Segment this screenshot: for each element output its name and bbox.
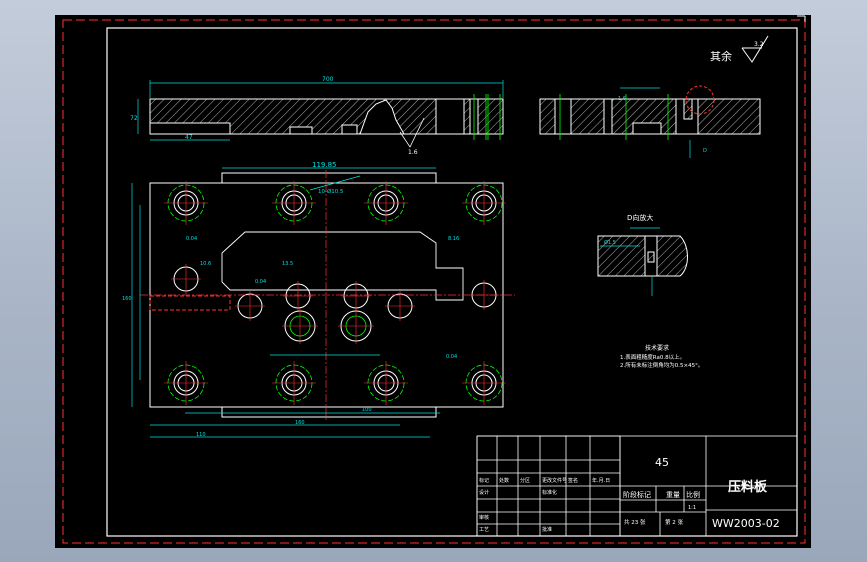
side-section-view: 1.6 D [539,85,761,158]
tb-header: 处数 [499,477,509,484]
surface-symbol-value: 3.2 [754,41,764,48]
bolt-hole [272,361,316,405]
center-hole [282,308,318,344]
pin-hole [235,291,265,321]
tb-weight: 重量 [666,491,680,499]
bolt-hole [272,181,316,225]
bolt-hole [164,361,208,405]
surface-symbol: 其余 3.2 [710,35,769,63]
top-roughness: 1.6 [408,149,418,156]
plan-dim-width: 119.85 [312,161,337,169]
plan-dim-i: 10.6 [200,261,211,267]
tb-scale: 比例 [686,490,700,499]
pin-hole [283,281,313,311]
title-block-text: 45 压料板 WW2003-02 阶段标记 重量 比例 1:1 共 23 张 第… [479,456,780,533]
tb-header: 标记 [479,477,489,484]
tb-stage-mark: 阶段标记 [623,490,651,499]
tb-header: 分区 [520,477,530,484]
corner-marks [797,15,806,22]
bolt-hole [462,361,506,405]
tb-header: 签名 [568,477,578,484]
tb-part-name: 压料板 [728,479,768,495]
detail-dim: Ø1.5 [604,239,616,246]
bolt-holes [164,181,506,405]
tb-row-label: 审核 [479,514,489,521]
top-view: 700 47 72 1.6 [130,76,504,156]
tb-header: 更改文件号 [542,477,567,484]
plan-dim-a: 8.16 [448,236,459,242]
plan-dim-b: 0.04 [186,236,197,242]
plan-dim-h: 160 [122,296,132,302]
plan-dim-c: 0.04 [255,279,266,285]
detail-d: D向放大 Ø1.5 [597,213,688,296]
bolt-hole [364,361,408,405]
frame-dashed-border [62,19,806,544]
tb-material: 45 [655,456,669,469]
detail-title: D向放大 [627,213,653,222]
plan-dim-j: 13.5 [282,261,293,267]
svg-text:1.6: 1.6 [618,96,626,102]
notes-title: 技术要求 [645,344,669,352]
tb-header: 年.月.日 [592,477,610,484]
top-left-dim: 47 [185,134,193,141]
bolt-hole [164,181,208,225]
plan-view: 119.85 10-Ø10.5 8.16 0.04 0.04 0.04 110 … [122,161,515,438]
tb-row-label: 标准化 [542,489,557,496]
notes-item-1: 1.表面粗糙度Ra0.8以上。 [620,353,685,361]
notes-item-2: 2.所有未标注倒角均为0.5×45°。 [620,361,703,369]
svg-text:D: D [703,148,707,154]
tb-scale-value: 1:1 [688,505,696,511]
surface-symbol-label: 其余 [710,49,732,63]
tb-row-label: 设计 [479,489,489,496]
center-hole [338,308,374,344]
top-width-dim: 700 [322,76,334,83]
technical-notes: 技术要求 1.表面粗糙度Ra0.8以上。 2.所有未标注倒角均为0.5×45°。 [620,344,703,369]
pin-hole [385,291,415,321]
tb-row-label: 批准 [542,526,552,533]
bolt-hole [462,181,506,225]
plan-dim-d: 0.04 [446,354,457,360]
tb-drawing-no: WW2003-02 [712,517,780,530]
pin-hole [171,264,201,294]
paper [55,15,811,548]
plan-dim-holes: 10-Ø10.5 [318,188,344,195]
title-block [476,435,798,537]
tb-sheet-no: 第 2 张 [665,518,683,526]
tb-row-label: 工艺 [479,527,489,533]
svg-text:72: 72 [130,115,138,122]
tb-sheet-total: 共 23 张 [624,518,646,526]
plan-dim-g: 100 [362,407,372,413]
plan-dim-f: 160 [295,420,305,426]
bolt-hole [364,181,408,225]
drawing-border [106,27,798,537]
plan-dim-e: 110 [196,432,206,438]
